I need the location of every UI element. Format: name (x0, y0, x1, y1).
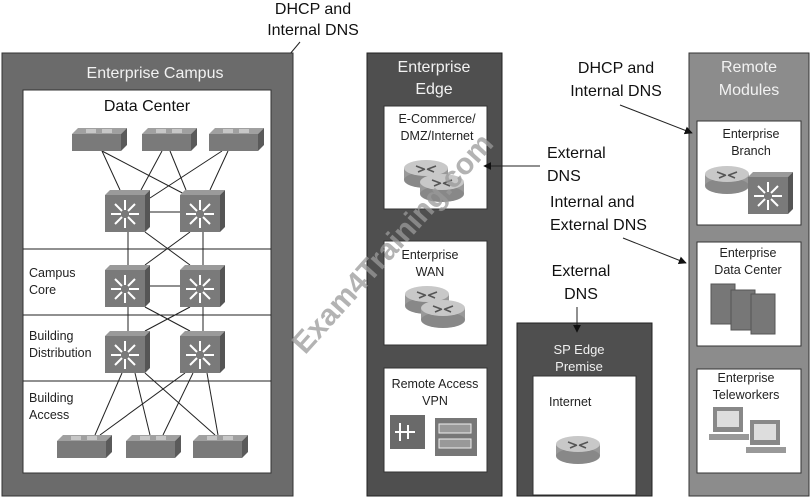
vpn-label-1: Remote Access (392, 377, 479, 391)
remote-dc-label-1: Enterprise (720, 246, 777, 260)
branch-label-2: Branch (731, 144, 771, 158)
edge-title-2: Edge (415, 81, 452, 98)
internet-router-icon (555, 435, 601, 465)
annotation-dhcp-top-line1: DHCP and (275, 1, 351, 18)
campus-core-label-2: Core (29, 283, 56, 297)
access-switch-2 (125, 434, 182, 459)
teleworkers-label-1: Enterprise (718, 371, 775, 385)
core-switch-1 (104, 264, 151, 308)
campus-links (94, 150, 229, 436)
branch-switch-icon (747, 171, 794, 215)
arrow-dns-to-remote-dc (622, 237, 687, 265)
enterprise-edge-block: Enterprise Edge E-Commerce/ DMZ/Internet… (366, 52, 503, 497)
enterprise-campus-block: Enterprise Campus Data Center Campus Cor… (1, 52, 294, 497)
sp-edge-title-2: Premise (555, 359, 603, 374)
arrow-dhcp-to-branch (619, 104, 693, 135)
building-distribution-label-1: Building (29, 329, 74, 343)
dc-switch-2 (141, 127, 198, 152)
core-switch-2 (179, 264, 226, 308)
sp-edge-title-1: SP Edge (553, 342, 604, 357)
annotation-dhcp-top-line2: Internal DNS (267, 22, 359, 39)
access-switch-3 (192, 434, 249, 459)
teleworkers-label-2: Teleworkers (713, 388, 780, 402)
data-center-label: Data Center (104, 98, 191, 115)
branch-label-1: Enterprise (723, 127, 780, 141)
annotation-dhcp-right-line1: DHCP and (578, 60, 654, 77)
ecommerce-label-2: DMZ/Internet (401, 129, 474, 143)
dc-multilayer-switch-2 (179, 189, 226, 233)
remote-dc-label-2: Data Center (714, 263, 781, 277)
annotation-external-dns-1-line1: External (547, 145, 606, 162)
building-distribution-label-2: Distribution (29, 346, 92, 360)
annotation-int-ext-dns-line1: Internal and (550, 194, 635, 211)
dc-switch-3 (208, 127, 265, 152)
wan-label-2: WAN (416, 265, 445, 279)
annotation-external-dns-2-line1: External (552, 263, 611, 280)
annotation-external-dns-1-line2: DNS (547, 168, 581, 185)
campus-core-label-1: Campus (29, 266, 76, 280)
building-access-label-2: Access (29, 408, 69, 422)
wan-label-1: Enterprise (402, 248, 459, 262)
dc-multilayer-switch-1 (104, 189, 151, 233)
vpn-concentrator-icon (390, 415, 477, 456)
annotation-int-ext-dns-line2: External DNS (550, 217, 647, 234)
branch-router-icon (704, 165, 750, 195)
sp-edge-block: SP Edge Premise Internet (516, 322, 653, 497)
dc-switch-1 (71, 127, 128, 152)
vpn-label-2: VPN (422, 394, 448, 408)
edge-title-1: Enterprise (398, 59, 471, 76)
annotation-dhcp-right-line2: Internal DNS (570, 83, 662, 100)
ecommerce-label-1: E-Commerce/ (398, 112, 476, 126)
remote-title-2: Modules (719, 82, 779, 99)
annotation-external-dns-2-line2: DNS (564, 286, 598, 303)
internet-label: Internet (549, 395, 592, 409)
workstation-icon (709, 407, 786, 453)
remote-title-1: Remote (721, 59, 777, 76)
distribution-switch-1 (104, 330, 151, 374)
building-access-label-1: Building (29, 391, 74, 405)
campus-title: Enterprise Campus (87, 65, 224, 82)
server-icon (710, 283, 776, 335)
distribution-switch-2 (179, 330, 226, 374)
remote-modules-block: Remote Modules Enterprise Branch Enterpr… (688, 52, 810, 497)
access-switch-1 (56, 434, 113, 459)
